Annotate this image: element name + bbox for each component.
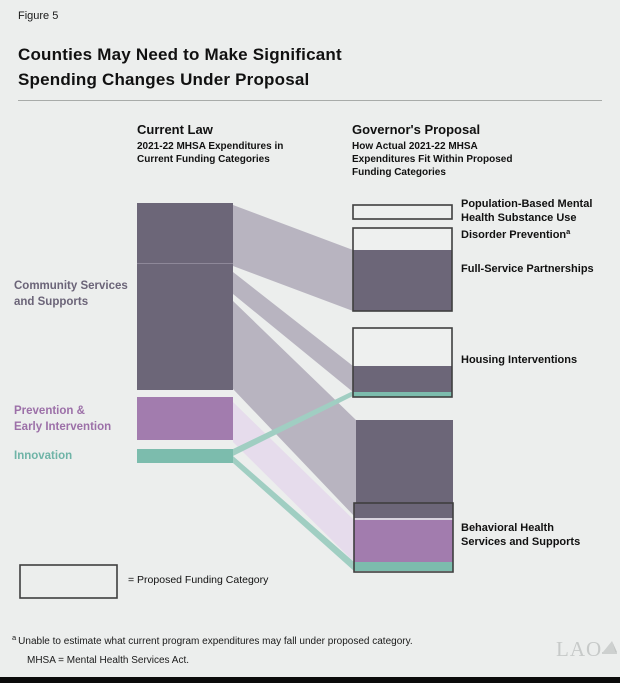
governors-proposal-header: Governor's Proposal [352,122,481,137]
page-title-line2: Spending Changes Under Proposal [18,70,310,89]
footnote-a-marker: a [566,227,571,236]
fill-housing-css [353,366,452,392]
ribbon-css-to-fsp [233,205,353,311]
current-law-subtitle-line2: Current Funding Categories [137,154,270,165]
figure-label: Figure 5 [18,10,59,22]
box-population-outline [352,204,453,220]
box-bh-outline [353,502,454,573]
label-prevention-early-intervention: Prevention & Early Intervention [14,403,111,435]
label-community-services: Community Services and Supports [14,278,128,310]
label-population-line3: Disorder Preventiona [461,225,592,242]
label-pei-line1: Prevention & [14,405,85,417]
current-law-subtitle-line1: 2021-22 MHSA Expenditures in [137,141,284,152]
ribbon-css-to-bh [233,301,356,518]
page-title-line1: Counties May Need to Make Significant [18,45,342,64]
page-title: Counties May Need to Make Significant Sp… [18,42,342,92]
lao-dome-icon [602,641,617,654]
ribbon-inn-to-housing [233,391,353,456]
ribbon-inn-to-bh [233,456,354,571]
box-housing-outline [352,327,453,398]
ribbon-pei-to-bh [233,402,354,562]
bar-community-services-divider [137,263,233,264]
current-law-header: Current Law [137,122,213,137]
label-housing-interventions: Housing Interventions [461,354,578,366]
legend-box [19,564,118,599]
box-population-bg [353,205,452,219]
label-innovation: Innovation [14,450,73,462]
fill-bh-innovation [354,562,453,571]
fill-bh-separator [354,518,453,520]
bar-bh-overflow [356,420,453,504]
title-divider [18,100,602,101]
bottom-rule [0,677,620,683]
bar-prevention-early-intervention [137,397,233,440]
label-population-line1: Population-Based Mental [461,198,593,210]
label-full-service-partnerships: Full-Service Partnerships [461,263,594,275]
governors-proposal-subtitle-line1: How Actual 2021-22 MHSA [352,141,478,152]
bar-innovation [137,449,233,463]
label-population-line3-text: Disorder Prevention [461,229,567,241]
fill-housing-innovation [353,392,452,397]
governors-proposal-subtitle-line3: Funding Categories [352,167,446,178]
fill-bh-css [354,503,453,518]
label-bh-line1: Behavioral Health [461,522,554,534]
box-fsp-outline [352,227,453,312]
bar-community-services [137,203,233,390]
footnote-a-text: Unable to estimate what current program … [18,636,413,647]
fill-bh-pei [354,520,453,562]
governors-proposal-subtitle: How Actual 2021-22 MHSA Expenditures Fit… [352,140,512,179]
governors-proposal-subtitle-line2: Expenditures Fit Within Proposed [352,154,513,165]
label-behavioral-health: Behavioral Health Services and Supports [461,521,580,549]
ribbon-css-to-housing [233,272,353,392]
legend-label: = Proposed Funding Category [128,574,269,586]
lao-logo: LAO [556,637,617,662]
label-community-services-line1: Community Services [14,280,128,292]
label-pei-line2: Early Intervention [14,421,112,433]
fill-fsp-css [353,250,452,311]
label-community-services-line2: and Supports [14,296,89,308]
lao-logo-text: LAO [556,637,603,661]
label-population-based: Population-Based Mental Health Substance… [461,197,592,242]
label-bh-line2: Services and Supports [461,536,581,548]
label-population-line2: Health Substance Use [461,212,577,224]
current-law-subtitle: 2021-22 MHSA Expenditures in Current Fun… [137,140,283,166]
footnote-a-superscript: a [12,633,17,642]
footnote-mhsa: MHSA = Mental Health Services Act. [27,655,190,666]
